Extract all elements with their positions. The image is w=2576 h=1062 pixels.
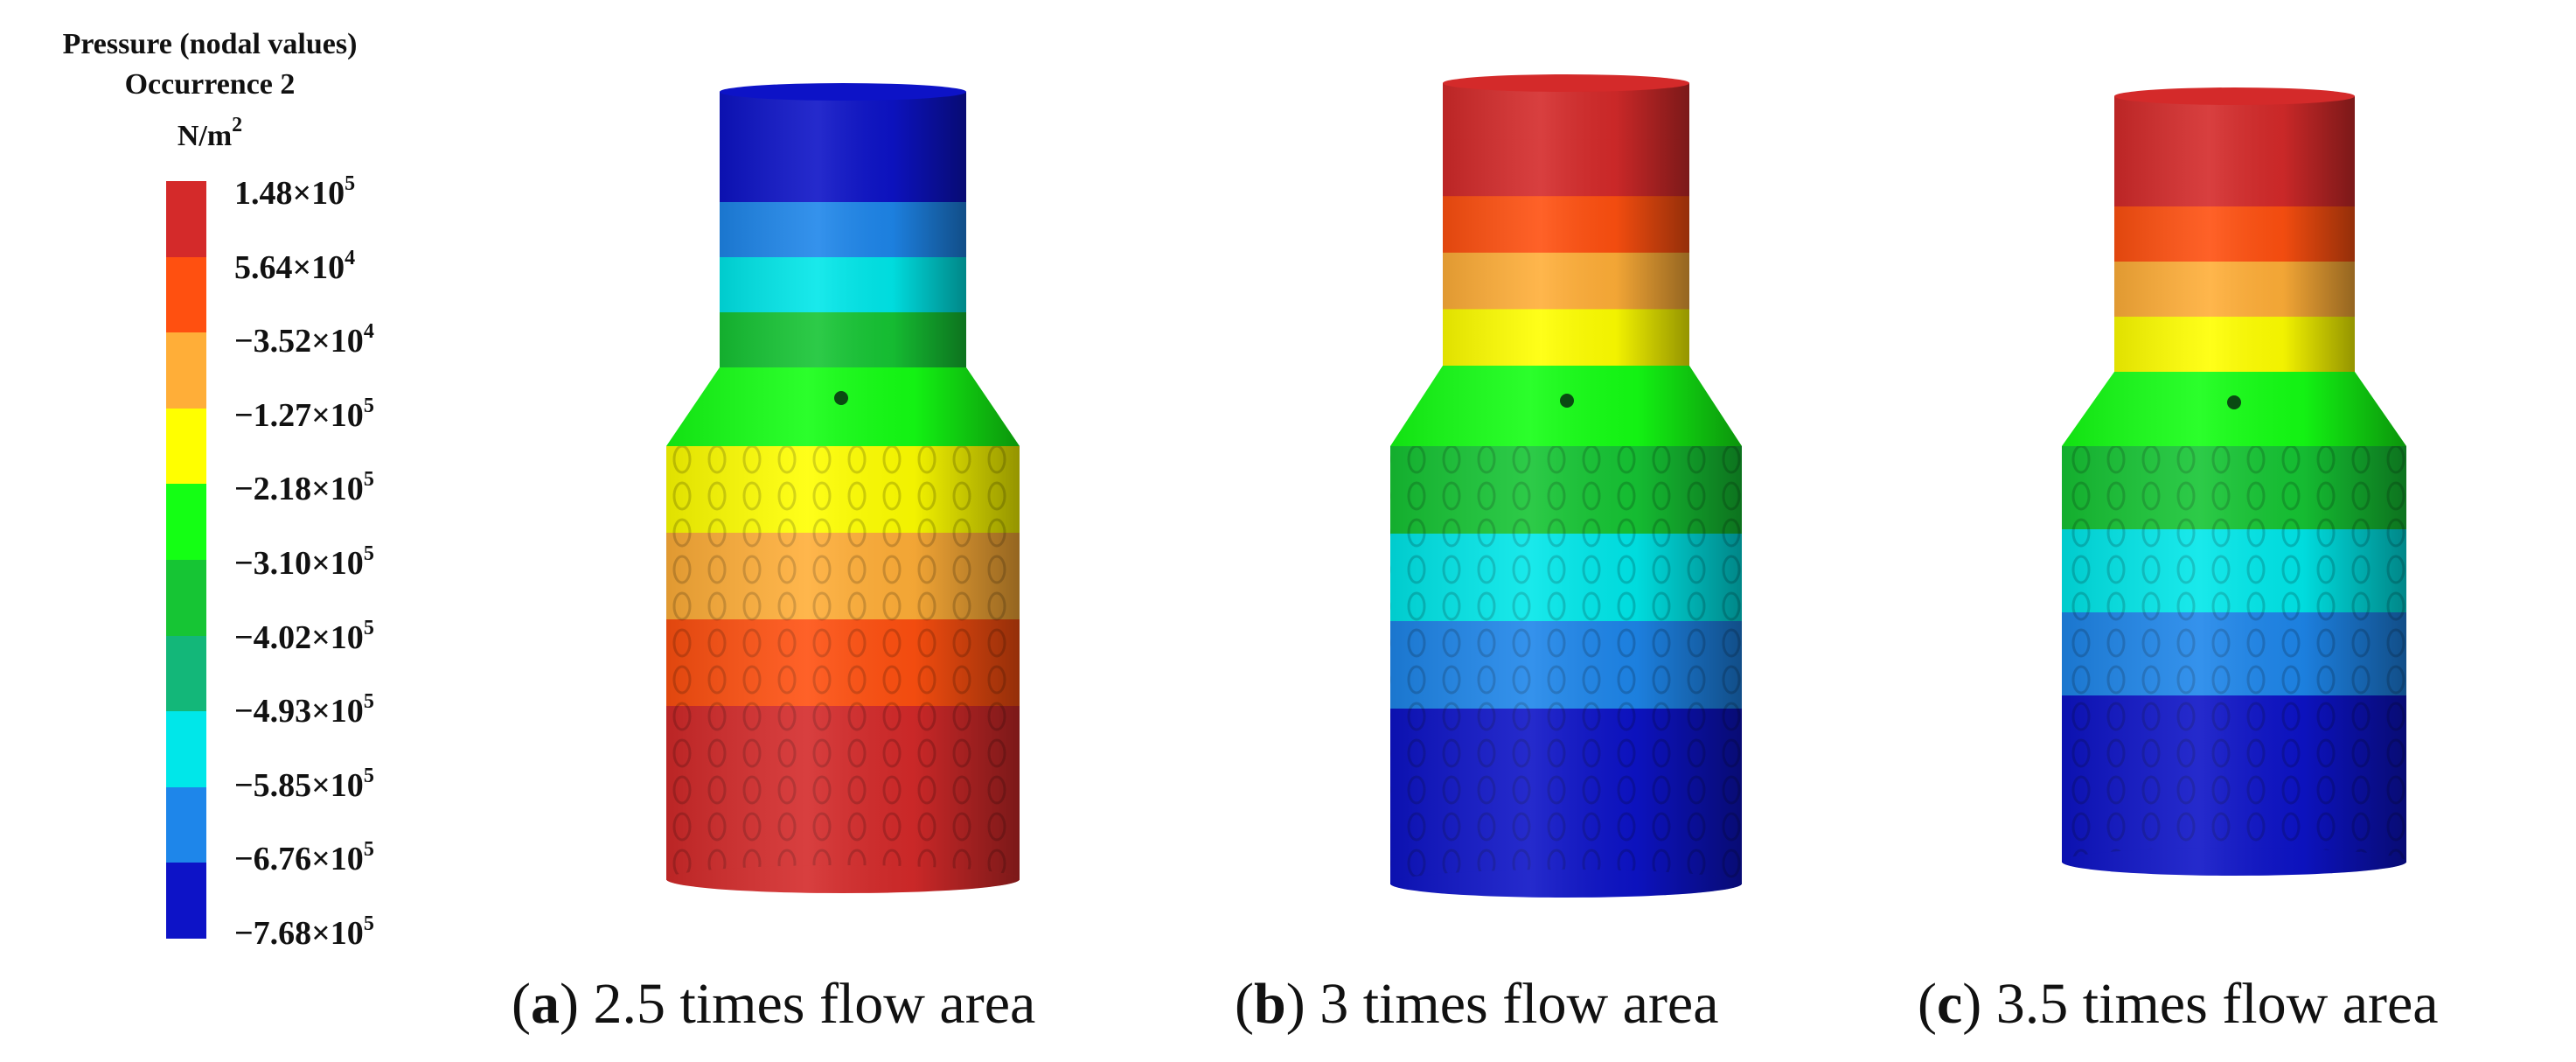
- cylinder-model-a: [666, 83, 1020, 893]
- legend-swatch: [166, 559, 206, 636]
- cylinder-model-b: [1390, 74, 1742, 898]
- legend-swatch: [166, 711, 206, 787]
- body-bottom-rim-shading: [666, 865, 1020, 893]
- legend-tick-label: −3.52×104: [234, 320, 374, 360]
- legend-tick-label: −1.27×105: [234, 394, 374, 434]
- probe-point-icon: [834, 391, 848, 405]
- probe-point-icon: [1560, 394, 1574, 408]
- legend-swatch: [166, 635, 206, 712]
- legend-tick-label: 5.64×104: [234, 246, 356, 286]
- caption-b-text: 3 times flow area: [1319, 972, 1719, 1036]
- body-bottom-rim-shading: [1390, 870, 1742, 898]
- legend-swatch: [166, 786, 206, 863]
- legend-swatch: [166, 256, 206, 333]
- legend-color-bar: [166, 181, 206, 939]
- caption-a-letter: a: [530, 972, 560, 1036]
- legend-swatch: [166, 332, 206, 409]
- legend-tick-label: −2.18×105: [234, 468, 374, 508]
- legend-tick-label: −7.68×105: [234, 912, 374, 952]
- cone-shading: [666, 367, 1020, 446]
- legend-swatch: [166, 484, 206, 560]
- legend-swatch: [166, 408, 206, 485]
- body-shading: [1390, 446, 1742, 884]
- legend-swatch: [166, 181, 206, 257]
- cylinder-model-c: [2062, 87, 2406, 876]
- legend-title-line-2: Occurrence 2: [124, 68, 296, 101]
- caption-a: (a) 2.5 times flow area: [512, 972, 1036, 1036]
- body-shading: [666, 446, 1020, 879]
- legend-tick-label: −4.02×105: [234, 616, 374, 656]
- caption-c: (c) 3.5 times flow area: [1918, 972, 2439, 1036]
- neck-shading: [720, 92, 966, 367]
- neck-top-cap: [2114, 87, 2355, 105]
- neck-top-cap: [1443, 74, 1689, 92]
- legend-tick-label: −4.93×105: [234, 690, 374, 730]
- neck-top-cap: [720, 83, 966, 101]
- legend-title-unit: N/m2: [177, 114, 243, 152]
- legend-tick-label: −6.76×105: [234, 838, 374, 878]
- probe-point-icon: [2227, 395, 2241, 409]
- legend-title-line-1: Pressure (nodal values): [62, 28, 358, 60]
- body-shading: [2062, 446, 2406, 862]
- caption-b: (b) 3 times flow area: [1235, 972, 1719, 1036]
- caption-c-text: 3.5 times flow area: [1995, 972, 2439, 1036]
- caption-c-letter: c: [1936, 972, 1963, 1036]
- legend-tick-label: 1.48×105: [234, 172, 356, 212]
- legend-swatch: [166, 863, 206, 939]
- legend-title: Pressure (nodal values) Occurrence 2 N/m…: [0, 24, 420, 157]
- legend-tick-label: −3.10×105: [234, 542, 374, 582]
- neck-shading: [1443, 83, 1689, 366]
- caption-a-text: 2.5 times flow area: [593, 972, 1036, 1036]
- neck-shading: [2114, 96, 2355, 372]
- legend-tick-label: −5.85×105: [234, 764, 374, 804]
- caption-b-letter: b: [1253, 972, 1286, 1036]
- body-bottom-rim-shading: [2062, 848, 2406, 876]
